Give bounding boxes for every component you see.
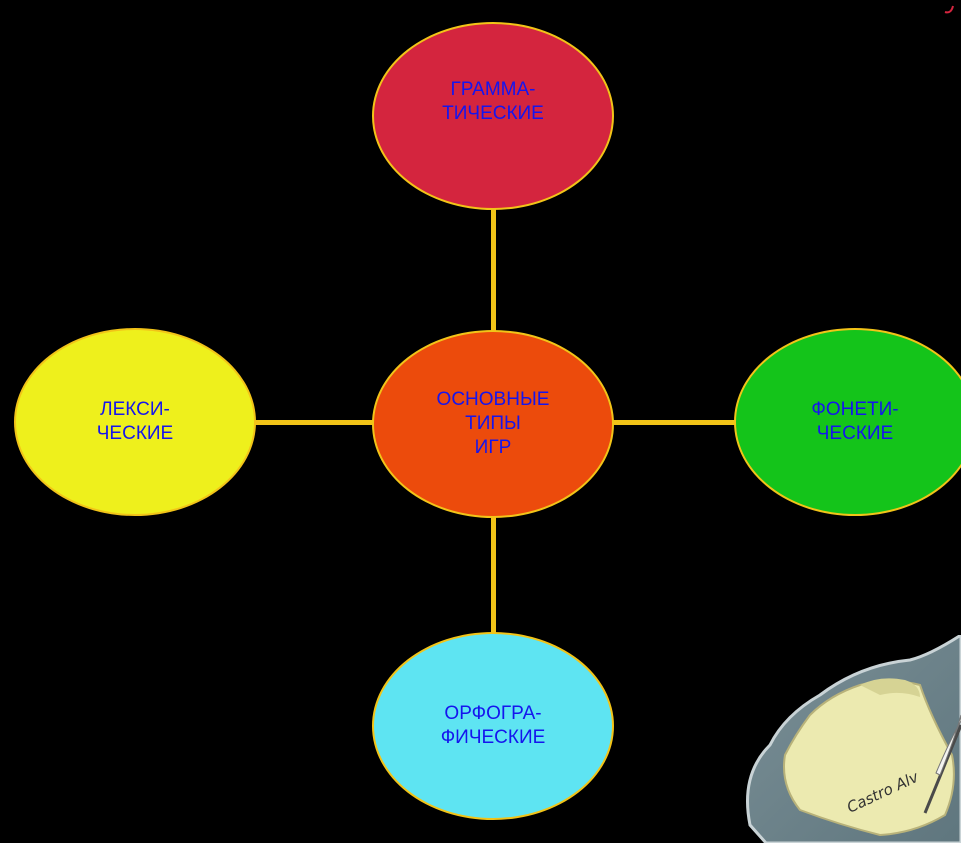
node-main-game-types: ОСНОВНЫЕ ТИПЫ ИГР — [372, 330, 614, 518]
node-lexical: ЛЕКСИ- ЧЕСКИЕ — [14, 328, 256, 516]
connector-top — [491, 208, 496, 332]
node-lexical-label: ЛЕКСИ- ЧЕСКИЕ — [96, 399, 174, 444]
node-phonetic: ФОНЕТИ- ЧЕСКИЕ — [734, 328, 961, 516]
node-orthographic: ОРФОГРА- ФИЧЕСКИЕ — [372, 632, 614, 820]
node-grammatical-label: ГРАММА- ТИЧЕСКИЕ — [442, 79, 544, 124]
corner-mark-icon — [944, 5, 954, 14]
parchment-quill-icon: Castro Alv — [746, 635, 961, 843]
connector-right — [612, 420, 736, 425]
connector-left — [254, 420, 374, 425]
connector-bottom — [491, 516, 496, 634]
node-main-game-types-label: ОСНОВНЫЕ ТИПЫ ИГР — [436, 389, 550, 458]
node-grammatical: ГРАММА- ТИЧЕСКИЕ — [372, 22, 614, 210]
node-orthographic-label: ОРФОГРА- ФИЧЕСКИЕ — [440, 703, 546, 748]
node-phonetic-label: ФОНЕТИ- ЧЕСКИЕ — [811, 399, 899, 444]
